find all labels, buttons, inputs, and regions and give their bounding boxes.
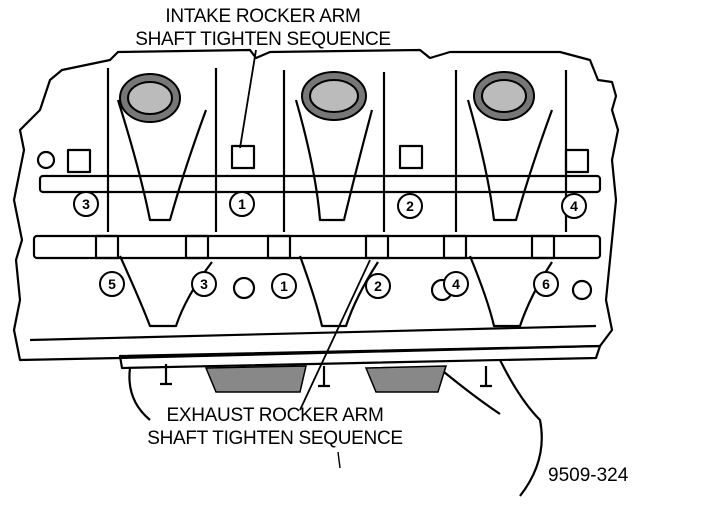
oil-hole [36, 150, 56, 170]
exhaust-shaft [32, 234, 602, 260]
exhaust-sequence-markers: 5 3 1 2 4 6 [99, 271, 559, 299]
lower-rail [118, 344, 602, 370]
exhaust-caption-line2: SHAFT TIGHTEN SEQUENCE [147, 428, 403, 449]
cam-tower-left [106, 68, 218, 232]
bolt-head [94, 234, 120, 260]
intake-leader [239, 49, 257, 149]
intake-seq-number: 2 [406, 198, 414, 214]
intake-caption-line1: INTAKE ROCKER ARM [165, 6, 361, 27]
manifold-runner [443, 371, 501, 415]
stud [480, 366, 492, 388]
exhaust-seq-number: 3 [200, 276, 208, 292]
intake-shaft [38, 174, 602, 194]
exhaust-seq-number: 5 [108, 276, 116, 292]
stud [318, 366, 330, 388]
intake-seq-number: 3 [82, 196, 90, 212]
exhaust-leader [299, 259, 371, 411]
stud [160, 364, 172, 386]
intake-seq-circle-1 [73, 191, 99, 217]
exhaust-seq-circle-5 [443, 271, 469, 297]
exhaust-seq-number: 6 [542, 276, 550, 292]
exhaust-caption: EXHAUST ROCKER ARM SHAFT TIGHTEN SEQUENC… [120, 404, 430, 450]
intake-seq-circle-3 [397, 193, 423, 219]
exhaust-seq-circle-3 [271, 273, 297, 299]
rocker-arm-3 [466, 99, 554, 222]
gasket-right [364, 365, 448, 393]
gasket-left [204, 365, 307, 393]
rocker-arm-2 [294, 99, 374, 222]
intake-caption: INTAKE ROCKER ARM SHAFT TIGHTEN SEQUENCE [108, 5, 418, 51]
oil-hole [232, 276, 256, 300]
exhaust-seq-number: 4 [452, 276, 460, 292]
bolt-head [530, 234, 556, 260]
intake-seq-circle-4 [561, 193, 587, 219]
figure-number: 9509-324 [548, 465, 629, 486]
bolt-head [66, 148, 92, 174]
bolt-head [364, 234, 390, 260]
bolt-head [184, 234, 210, 260]
cylinder-head-outline [12, 48, 620, 362]
exhaust-seq-number: 1 [280, 278, 288, 294]
rocker-arm-1 [116, 99, 208, 222]
deck-edge [29, 324, 597, 342]
exhaust-seq-circle-6 [533, 271, 559, 297]
intake-seq-number: 4 [570, 198, 578, 214]
gaskets [204, 365, 448, 393]
plug-wells [119, 71, 535, 123]
exhaust-caption-line1: EXHAUST ROCKER ARM [166, 405, 384, 426]
exhaust-seq-circle-1 [99, 271, 125, 297]
bolt-head [230, 144, 256, 170]
exhaust-seq-number: 2 [374, 278, 382, 294]
intake-seq-number: 1 [238, 196, 246, 212]
bolt-head [266, 234, 292, 260]
bolt-head [442, 234, 468, 260]
exhaust-seq-circle-2 [191, 271, 217, 297]
bolt-head [564, 148, 590, 174]
manifold-left [128, 367, 151, 421]
cam-tower-mid [282, 70, 386, 232]
oil-hole [571, 279, 593, 301]
manifold-right [499, 359, 543, 497]
exhaust-seq-circle-4 [365, 273, 391, 299]
intake-sequence-markers: 3 1 2 4 [73, 191, 587, 219]
intake-caption-line2: SHAFT TIGHTEN SEQUENCE [135, 29, 391, 50]
intake-seq-circle-2 [229, 191, 255, 217]
exhaust-leader-tick [337, 451, 341, 469]
bolt-head [398, 144, 424, 170]
